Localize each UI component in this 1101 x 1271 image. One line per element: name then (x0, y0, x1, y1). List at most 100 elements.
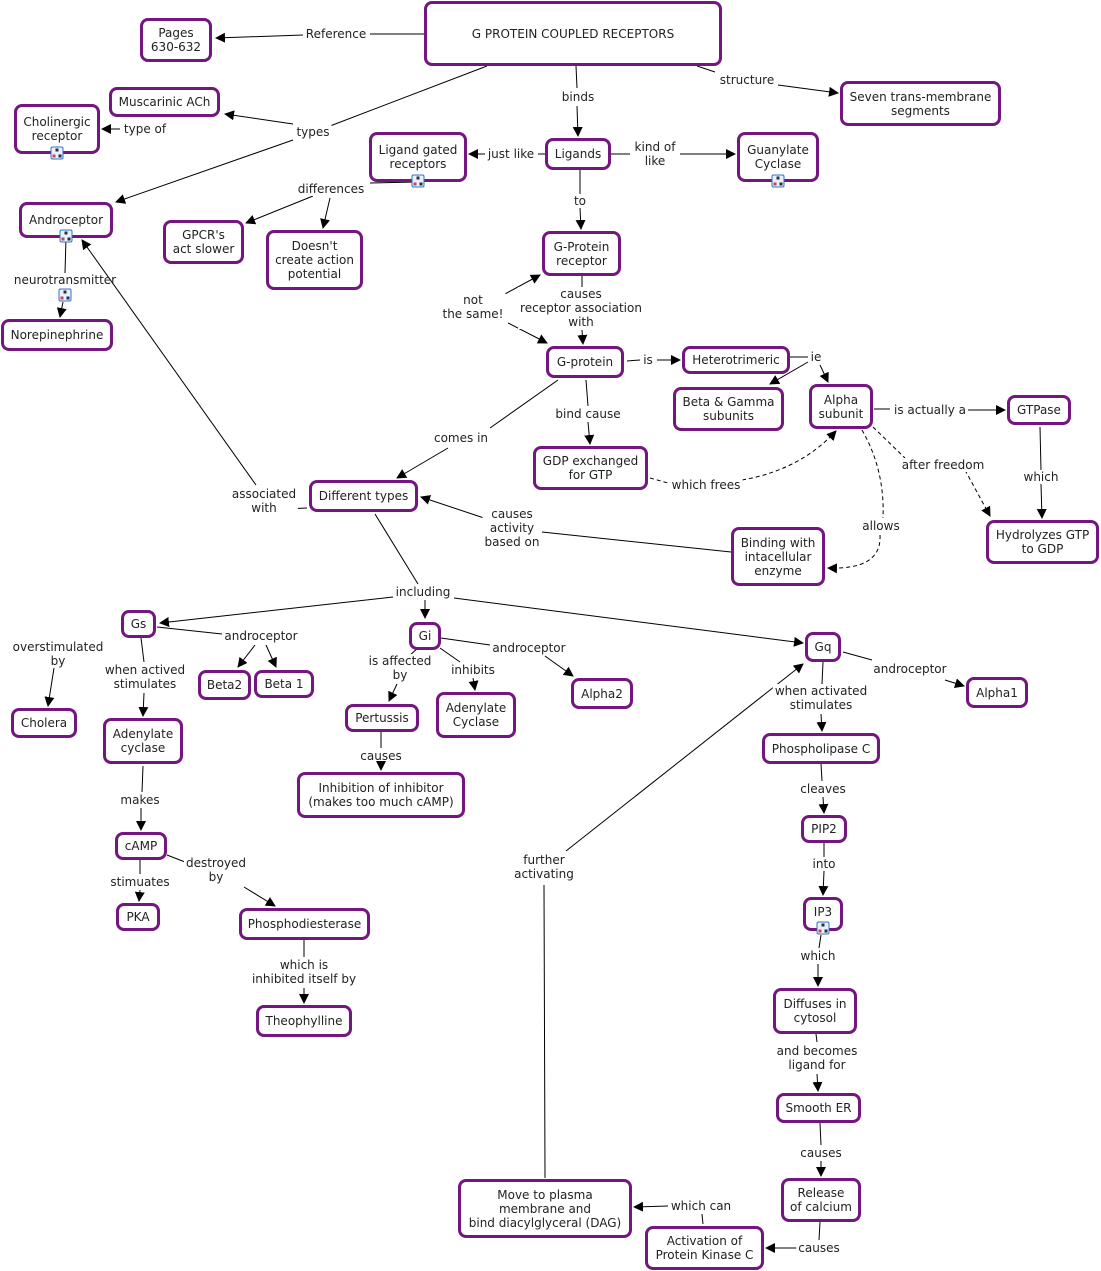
connector-arrow (245, 195, 314, 225)
link-becomes-ligand: and becomes ligand for (774, 1044, 860, 1072)
node-diffuses[interactable]: Diffuses in cytosol (773, 988, 857, 1034)
node-pka[interactable]: PKA (116, 903, 160, 931)
node-cholera[interactable]: Cholera (11, 708, 77, 738)
node-doesnt[interactable]: Doesn't create action potential (266, 230, 363, 290)
connector-line (141, 765, 144, 793)
connector-arrow (584, 421, 595, 445)
connector-arrow (224, 110, 294, 125)
connector-arrow (453, 597, 804, 647)
submap-icon[interactable] (771, 174, 785, 188)
node-hydrolyzes[interactable]: Hydrolyzes GTP to GDP (986, 520, 1099, 564)
link-allows: allows (860, 519, 902, 533)
node-binding[interactable]: Binding with intacellular enzyme (731, 527, 825, 586)
link-after-freedom: after freedom (899, 458, 987, 472)
connector-arrow (812, 1073, 823, 1092)
node-adenylate-cyclase-gs[interactable]: Adenylate cyclase (103, 718, 183, 764)
node-inhibition[interactable]: Inhibition of inhibitor (makes too much … (297, 772, 465, 818)
node-smooth-er[interactable]: Smooth ER (776, 1093, 861, 1123)
node-camp[interactable]: cAMP (115, 832, 167, 860)
node-gpcrs-slower[interactable]: GPCR's act slower (163, 220, 244, 264)
node-alpha1[interactable]: Alpha1 (966, 677, 1028, 708)
node-adenylate-cyclase-gi[interactable]: Adenylate Cyclase (436, 692, 516, 738)
node-beta2[interactable]: Beta2 (198, 670, 251, 700)
submap-icon[interactable] (411, 174, 425, 188)
link-when-activated: when activated stimulates (772, 684, 870, 712)
connector-arrow (215, 32, 304, 43)
node-pip2[interactable]: PIP2 (801, 815, 847, 843)
link-which-ip3: which (798, 949, 838, 963)
link-when-actived: when actived stimulates (102, 663, 188, 691)
connector-line (166, 854, 186, 863)
connector-arrow (816, 713, 827, 732)
link-stimuates: stimuates (108, 875, 172, 889)
connector-arrow (544, 655, 574, 677)
connector-line (585, 379, 589, 407)
connector-line (369, 181, 418, 184)
node-release-calcium[interactable]: Release of calcium (781, 1178, 861, 1222)
node-gdp[interactable]: GDP exchanged for GTP (533, 446, 648, 490)
connector-arrow (818, 796, 829, 814)
node-theophylline[interactable]: Theophylline (256, 1005, 352, 1037)
link-cleaves: cleaves (798, 782, 848, 796)
connector-arrow (565, 663, 804, 852)
link-androceptor-gs: androceptor (222, 629, 300, 643)
connector-line (701, 1213, 704, 1225)
connector-arrow (396, 447, 449, 479)
link-just-like: just like (485, 147, 537, 161)
node-betagamma[interactable]: Beta & Gamma subunits (673, 387, 784, 431)
node-muscarinic[interactable]: Muscarinic ACh (109, 87, 220, 117)
node-alpha[interactable]: Alpha subunit (809, 384, 873, 429)
link-including: including (393, 585, 453, 599)
node-cholinergic[interactable]: Cholinergic receptor (14, 104, 100, 154)
connector-arrow (115, 139, 294, 204)
node-activation-pkc[interactable]: Activation of Protein Kinase C (645, 1226, 764, 1270)
node-gi[interactable]: Gi (409, 622, 441, 650)
node-heterotrimeric[interactable]: Heterotrimeric (682, 346, 790, 374)
submap-icon[interactable] (58, 288, 72, 302)
link-causes-pertussis: causes (360, 749, 402, 763)
connector-line (818, 934, 822, 949)
link-structure: structure (717, 73, 777, 87)
link-overstimulated: overstimulated by (10, 640, 106, 668)
node-norepinephrine[interactable]: Norepinephrine (1, 319, 113, 351)
link-causes-ser: causes (798, 1146, 844, 1160)
link-androceptor-gi: androceptor (490, 641, 568, 655)
link-inhibited-itself: which is inhibited itself by (249, 958, 359, 986)
connector-line (439, 647, 461, 663)
connector-arrow (134, 889, 145, 902)
connector-arrow (572, 105, 583, 137)
node-pertussis[interactable]: Pertussis (345, 704, 419, 732)
node-gq[interactable]: Gq (805, 632, 841, 662)
node-seven[interactable]: Seven trans-membrane segments (840, 81, 1001, 126)
node-phosphodiesterase[interactable]: Phosphodiesterase (239, 908, 370, 940)
connector-arrow (237, 644, 256, 668)
node-gprotein-receptor[interactable]: G-Protein receptor (542, 231, 621, 276)
node-gtpase[interactable]: GTPase (1007, 395, 1071, 425)
node-move-plasma[interactable]: Move to plasma membrane and bind diacylg… (458, 1179, 632, 1238)
node-phospholipase-c[interactable]: Phospholipase C (762, 733, 880, 764)
node-gprotein[interactable]: G-protein (546, 346, 624, 378)
node-pages[interactable]: Pages 630-632 (140, 18, 212, 62)
link-is-actually: is actually a (892, 403, 968, 417)
connector-arrow (44, 667, 55, 707)
link-bind-cause: bind cause (553, 407, 623, 421)
node-gs[interactable]: Gs (121, 610, 156, 638)
node-different[interactable]: Different types (309, 480, 418, 512)
node-beta1[interactable]: Beta 1 (254, 670, 314, 698)
submap-icon[interactable] (59, 229, 73, 243)
node-alpha2[interactable]: Alpha2 (571, 678, 633, 709)
connector-line (815, 1033, 818, 1043)
connector-line (820, 763, 823, 782)
node-guanylate[interactable]: Guanylate Cyclase (737, 132, 819, 182)
link-further-activating: further activating (512, 853, 576, 881)
connector-arrow (577, 329, 588, 345)
node-ligands[interactable]: Ligands (545, 138, 611, 170)
submap-icon[interactable] (50, 146, 64, 160)
connector-line (842, 651, 873, 661)
connector-arrow (507, 322, 548, 344)
connector-line (821, 661, 824, 685)
submap-icon[interactable] (816, 921, 830, 935)
link-type-of: type of (121, 122, 169, 136)
connector-arrow (388, 683, 398, 702)
node-gpcr[interactable]: G PROTEIN COUPLED RECEPTORS (424, 1, 722, 66)
